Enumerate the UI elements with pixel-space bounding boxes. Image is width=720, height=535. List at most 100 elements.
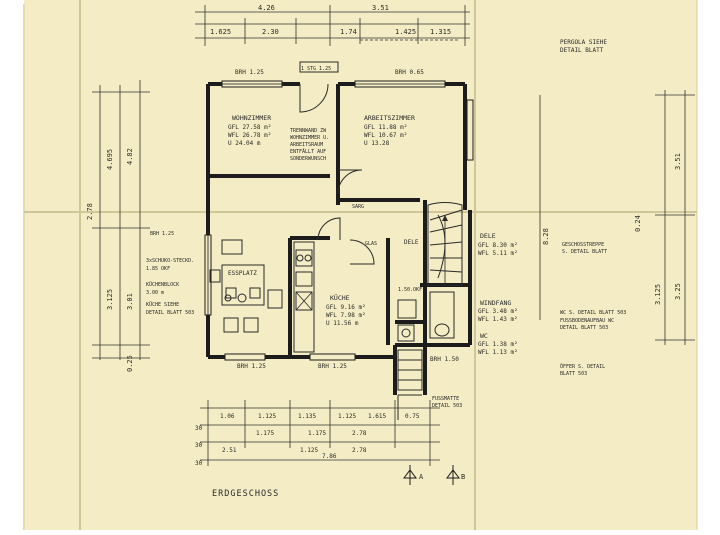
left-dim-6: 0.25: [126, 355, 134, 372]
entry: [397, 349, 423, 420]
wc-detail-line-1: WC S. DETAIL BLATT 503: [560, 310, 626, 316]
left-dim-5: 2.78: [86, 203, 94, 220]
fussmatte-line-1: FUSSMATTE: [432, 396, 459, 402]
left-dim-3: 3.125: [106, 289, 114, 310]
wohnzimmer-gfl: GFL 27.58 m²: [228, 124, 271, 131]
brh-bottom1-label: BRH 1.25: [237, 363, 266, 370]
kueche-wfl: WFL 7.98 m²: [326, 312, 366, 319]
bottom-dim-4: 1.125: [338, 413, 356, 420]
left-dim-2: 4.82: [126, 148, 134, 165]
room-kueche: KÜCHE GFL 9.16 m² WFL 7.98 m² U 11.56 m: [326, 293, 366, 327]
brh-top-label: BRH 1.25: [235, 69, 264, 76]
section-marker-a: A: [403, 465, 424, 485]
sarg-label: SARG: [352, 204, 364, 210]
wc-name: WC: [480, 332, 488, 340]
arbeitszimmer-u: U 13.28: [364, 140, 390, 147]
fussmatte-note: FUSSMATTE DETAIL 503: [432, 396, 462, 409]
bottom-dim-10: 2.51: [222, 447, 237, 454]
section-marker-b-label: B: [461, 473, 465, 481]
arbeitszimmer-name: ARBEITSZIMMER: [364, 114, 415, 122]
kuechenblock-line-6: DETAIL BLATT 503: [146, 310, 194, 316]
essplatz-name: ESSPLATZ: [228, 270, 257, 277]
arbeitszimmer-gfl: GFL 11.88 m²: [364, 124, 407, 131]
room-wc: WC GFL 1.38 m² WFL 1.13 m²: [478, 332, 518, 356]
wohnzimmer-door: [317, 217, 341, 241]
trennwand-line-2: WOHNZIMMER U.: [290, 135, 329, 141]
bottom-dim-12: 2.78: [352, 447, 367, 454]
trennwand-line-4: ENTFÄLLT AUF: [290, 148, 326, 155]
dele-inline-label: DELE: [404, 239, 419, 246]
wc-detail-line-3: DETAIL BLATT 503: [560, 325, 608, 331]
bottom-dim-3: 1.135: [298, 413, 316, 420]
section-marker-b: B: [446, 465, 465, 485]
bottom-dimension-chain: 1.06 1.125 1.135 1.125 1.615 0.75 1.175 …: [195, 400, 440, 467]
bottom-row-label-1: 30: [195, 425, 203, 432]
windfang-gfl: GFL 3.48 m²: [478, 308, 518, 315]
section-marker-a-label: A: [419, 473, 424, 481]
arbeitszimmer-wfl: WFL 10.67 m²: [364, 132, 407, 139]
geschosstreppe-line-1: GESCHOSSTREPPE: [562, 242, 604, 248]
top-dim-3: 1.625: [210, 28, 231, 36]
wc-detail-note: WC S. DETAIL BLATT 503 FUSSBODENAUFBAU W…: [560, 310, 626, 331]
fussmatte-line-2: DETAIL 503: [432, 403, 462, 409]
left-dimension-chain: 4.695 4.82 3.125 3.01 2.78 0.25: [86, 80, 150, 372]
wohnzimmer-name: WOHNZIMMER: [232, 114, 271, 122]
windfang-name: WINDFANG: [480, 299, 511, 307]
top-dim-5: 1.74: [340, 28, 357, 36]
wc-detail-line-2: FUSSBODENAUFBAU WC: [560, 318, 614, 324]
oeffner-line-2: BLATT 503: [560, 371, 587, 377]
kuechenblock-line-1: 3xSCHUKO-STECKD.: [146, 258, 194, 264]
dele-name: DELE: [480, 232, 496, 240]
oeffner-note: ÖFFER S. DETAIL BLATT 503: [560, 363, 605, 377]
wohnzimmer-u: U 24.04 m: [228, 140, 261, 147]
brh-bottom2-label: BRH 1.25: [318, 363, 347, 370]
wc-fixtures: [397, 291, 455, 342]
arbeitszimmer-door: [337, 169, 363, 195]
terrace-door: 1 STG 1.25: [299, 61, 339, 113]
wc-wfl: WFL 1.13 m²: [478, 349, 518, 356]
room-dele: DELE GFL 8.30 m² WFL 5.11 m²: [478, 232, 518, 257]
bottom-dim-2: 1.125: [258, 413, 276, 420]
kuechenblock-line-3: KÜCHENBLOCK: [146, 281, 179, 288]
kuechenblock-note: 3xSCHUKO-STECKD. 1.85 OKF KÜCHENBLOCK 3.…: [146, 258, 194, 316]
wohnzimmer-wfl: WFL 26.78 m²: [228, 132, 271, 139]
kueche-u: U 11.56 m: [326, 320, 359, 327]
room-wohnzimmer: WOHNZIMMER GFL 27.58 m² WFL 26.78 m² U 2…: [228, 114, 271, 147]
bottom-row-label-2: 30: [195, 442, 203, 449]
dining-table: [209, 239, 283, 333]
oeffner-line-1: ÖFFER S. DETAIL: [560, 363, 605, 370]
right-dim-1: 3.51: [674, 153, 682, 170]
wc-gfl: GFL 1.38 m²: [478, 341, 518, 348]
right-dim-2: 3.125: [654, 284, 662, 305]
room-windfang: WINDFANG GFL 3.48 m² WFL 1.43 m²: [478, 299, 518, 323]
left-dim-1: 4.695: [106, 149, 114, 170]
dele-wfl: WFL 5.11 m²: [478, 250, 518, 257]
bottom-dim-1: 1.06: [220, 413, 235, 420]
kuechenblock-line-2: 1.85 OKF: [146, 266, 170, 272]
top-dim-4: 2.30: [262, 28, 279, 36]
kitchen-counter: [293, 241, 315, 353]
top-dim-7: 1.315: [430, 28, 451, 36]
right-dim-4: 0.24: [634, 215, 642, 232]
top-dim-6: 1.425: [395, 28, 416, 36]
kueche-gfl: GFL 9.16 m²: [326, 304, 366, 311]
bottom-dim-5: 1.615: [368, 413, 386, 420]
stg-label: 1 STG 1.25: [301, 66, 331, 72]
drawing-title: ERDGESCHOSS: [212, 489, 279, 499]
bottom-dim-11: 1.125: [300, 447, 318, 454]
room-arbeitszimmer: ARBEITSZIMMER GFL 11.88 m² WFL 10.67 m² …: [364, 114, 415, 147]
bottom-dim-9: 2.78: [352, 430, 367, 437]
geschosstreppe-line-2: S. DETAIL BLATT: [562, 249, 607, 255]
kuechenblock-line-4: 3.00 m: [146, 290, 164, 296]
geschosstreppe-note: GESCHOSSTREPPE S. DETAIL BLATT: [562, 242, 607, 255]
dele-gfl: GFL 8.30 m²: [478, 242, 518, 249]
trennwand-line-5: SONDERWUNSCH: [290, 156, 326, 162]
kueche-name: KÜCHE: [330, 293, 350, 302]
right-dimension-chain: 3.51 3.125 3.25 0.24 8.28: [539, 90, 695, 345]
staircase: [427, 202, 463, 286]
bottom-dim-7: 1.175: [256, 430, 274, 437]
glas-label: GLAS: [365, 241, 377, 247]
bottom-dim-8: 1.175: [308, 430, 326, 437]
